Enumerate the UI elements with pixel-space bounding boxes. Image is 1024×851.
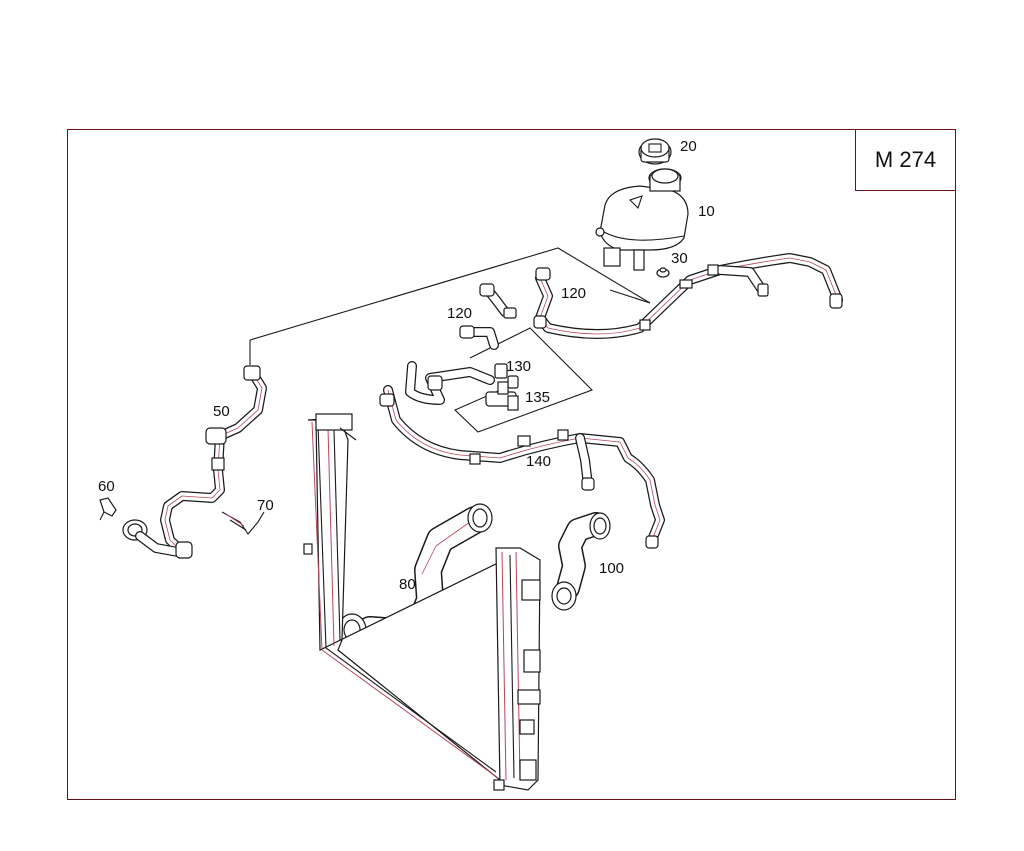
callout-10: 10 — [698, 203, 715, 220]
callout-80: 80 — [399, 576, 416, 593]
radiator-core — [303, 413, 541, 791]
part-70-holder[interactable] — [221, 511, 265, 535]
callout-50: 50 — [213, 403, 230, 420]
callout-60: 60 — [98, 478, 115, 495]
model-label: M 274 — [855, 129, 956, 191]
callout-135: 135 — [525, 389, 550, 406]
part-140-coolant-line[interactable] — [379, 361, 665, 549]
callout-120-right: 120 — [561, 285, 586, 302]
callout-120-left: 120 — [447, 305, 472, 322]
callout-labels: 20 10 30 120 120 130 135 140 50 60 70 80… — [98, 138, 715, 593]
callout-140: 140 — [526, 453, 551, 470]
part-100-lower-hose[interactable] — [551, 512, 611, 611]
part-50-radiator-hose[interactable] — [122, 365, 267, 559]
part-10-expansion-tank[interactable] — [595, 168, 689, 271]
part-60-clip[interactable] — [99, 497, 117, 521]
part-120-short-hose-left[interactable] — [459, 283, 517, 350]
part-30-grommet[interactable] — [656, 267, 670, 278]
callout-100: 100 — [599, 560, 624, 577]
callout-70: 70 — [257, 497, 274, 514]
group-lines — [249, 247, 651, 433]
callout-130: 130 — [506, 358, 531, 375]
part-120-vent-hose-right[interactable] — [533, 253, 843, 339]
part-135-tee-fitting[interactable] — [485, 381, 519, 411]
callout-20: 20 — [680, 138, 697, 155]
part-20-cap[interactable] — [638, 138, 672, 165]
part-130-connector[interactable] — [494, 363, 519, 389]
callout-30: 30 — [671, 250, 688, 267]
